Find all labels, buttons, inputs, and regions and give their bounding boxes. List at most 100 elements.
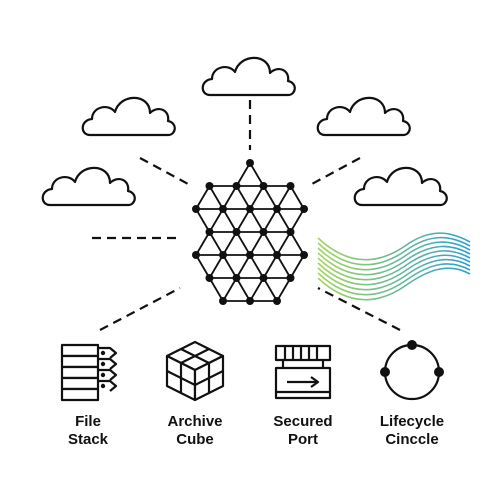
mesh-edge [195,254,211,279]
file-stack-label: File Stack [28,413,148,449]
wave-line [317,245,471,276]
mesh-node [205,182,214,190]
wave-line [317,236,471,266]
file-stack-label-line1: File [75,413,101,430]
data-stream-waves [317,232,471,301]
connector-upper-left [139,157,191,186]
mesh-node [232,274,241,282]
file-stack-label-line2: Stack [67,431,109,448]
mesh-edge [235,162,251,187]
mesh-node [286,228,295,236]
mesh-node [219,251,227,259]
mesh-node [259,228,268,236]
wave-line [317,232,471,261]
mesh-node [286,274,295,282]
connector-upper-right [309,157,361,186]
mesh-node [219,205,227,213]
mesh-node [246,251,254,259]
archive-cube-label-line1: Archive [167,413,223,430]
mesh-edge [289,231,305,256]
cloud-icon [353,166,448,207]
mesh-node [232,182,241,190]
mesh-edge [276,277,292,302]
mesh-edge [276,185,292,210]
mesh-edge [289,185,305,210]
mesh-node [205,274,214,282]
mesh-node [259,274,268,282]
mesh-node [219,297,227,305]
mesh-edge [235,208,251,233]
mesh-edge [235,254,251,279]
mesh-node [259,182,268,190]
archive-cube-label-line2: Cube [176,431,214,448]
wave-line [317,267,471,301]
connector-lines [92,100,401,331]
secured-port-label: Secured Port [243,413,363,449]
cloud-icon [316,96,411,137]
mesh-node [300,205,308,213]
mesh-node [300,251,308,259]
mesh-edge [208,231,224,256]
mesh-edge [235,231,251,256]
mesh-edge [249,254,265,279]
mesh-edge [195,208,211,233]
mesh-edge [208,185,224,210]
mesh-edge [235,277,251,302]
mesh-node [273,297,281,305]
archive-cube-icon [165,340,225,402]
cloud-icon [201,56,296,97]
mesh-edge [208,277,224,302]
mesh-edge [222,185,238,210]
wave-line [317,250,471,281]
mesh-edge [208,208,224,233]
lifecycle-circle-label-line1: Lifecycle [379,413,445,430]
mesh-edge [249,231,265,256]
mesh-edge [262,185,278,210]
wave-line [317,263,471,296]
cloud-icon [41,166,136,207]
mesh-node [246,205,254,213]
mesh-edge [249,185,265,210]
connector-lower-right [317,287,401,331]
mesh-node [205,228,214,236]
mesh-edge [262,277,278,302]
wave-line [317,254,471,286]
mesh-edge [289,254,305,279]
mesh-node [286,182,295,190]
mesh-edge [262,254,278,279]
mesh-edge [276,254,292,279]
mesh-edge [249,208,265,233]
wave-line [317,258,471,291]
node-mesh [192,159,308,305]
mesh-edge [208,254,224,279]
mesh-edge [262,208,278,233]
mesh-edge [195,185,211,210]
secured-port-label-line1: Secured [273,413,333,430]
archive-cube-label: Archive Cube [135,413,255,449]
mesh-node [192,251,200,259]
mesh-node [273,251,281,259]
mesh-node [246,159,254,167]
mesh-edge [276,208,292,233]
lifecycle-circle-icon [380,340,444,401]
lifecycle-circle-label: Lifecycle Cinccle [352,413,472,449]
mesh-edge [249,277,265,302]
mesh-edge [276,231,292,256]
lifecycle-circle-label-line2: Cinccle [385,431,439,448]
secured-port-icon [274,344,332,400]
mesh-edge [235,185,251,210]
mesh-node [232,228,241,236]
mesh-edge [222,254,238,279]
wave-line [317,241,471,271]
mesh-node [192,205,200,213]
mesh-edge [222,208,238,233]
mesh-edge [222,231,238,256]
mesh-node [246,297,254,305]
mesh-node [273,205,281,213]
mesh-edge [222,277,238,302]
clouds [41,56,448,207]
file-stack-icon [60,343,118,402]
mesh-edge [195,231,211,256]
connector-lower-left [99,287,181,331]
